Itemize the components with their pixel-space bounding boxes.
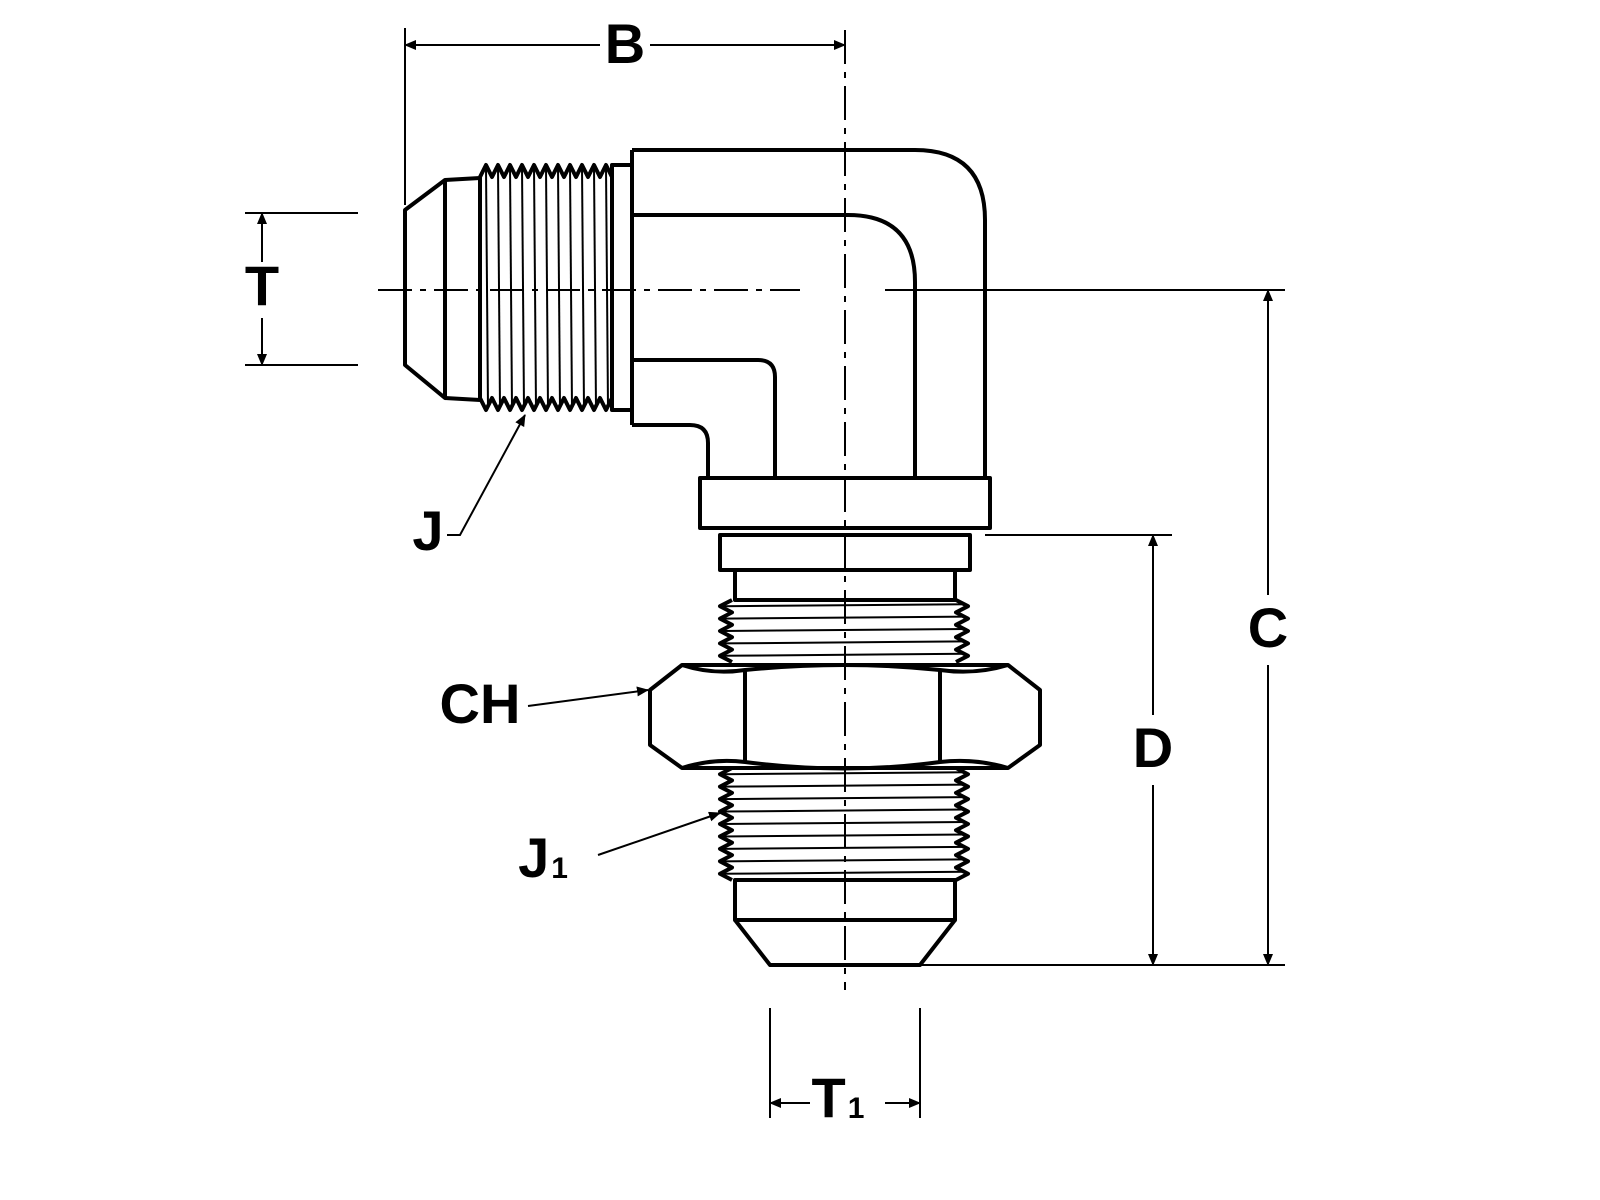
label-j1: J1 xyxy=(518,826,568,889)
left-thread-j xyxy=(478,163,614,412)
callout-ch: CH xyxy=(440,672,649,735)
label-t1: T1 xyxy=(812,1066,865,1129)
label-j: J xyxy=(412,499,443,562)
elbow-body xyxy=(630,148,987,478)
left-shoulder xyxy=(610,163,634,412)
dimension-c: C xyxy=(885,289,1288,966)
upper-bulkhead-thread xyxy=(718,598,970,664)
hex-nut-ch xyxy=(648,663,1042,771)
collar xyxy=(698,476,992,602)
lower-flare-nose xyxy=(733,878,957,967)
dimension-d: D xyxy=(985,534,1173,966)
label-b: B xyxy=(605,12,645,75)
label-d: D xyxy=(1133,716,1173,779)
dimension-t: T xyxy=(245,212,358,366)
left-flare-nose xyxy=(403,178,447,400)
dimension-t1: T1 xyxy=(769,1008,921,1129)
label-ch: CH xyxy=(440,672,521,735)
lower-thread-j1 xyxy=(718,766,970,882)
callout-j1: J1 xyxy=(518,811,721,889)
callout-j: J xyxy=(412,414,526,562)
label-c: C xyxy=(1248,596,1288,659)
dimension-b: B xyxy=(404,12,846,205)
centerlines xyxy=(378,30,846,990)
label-t: T xyxy=(245,254,279,317)
